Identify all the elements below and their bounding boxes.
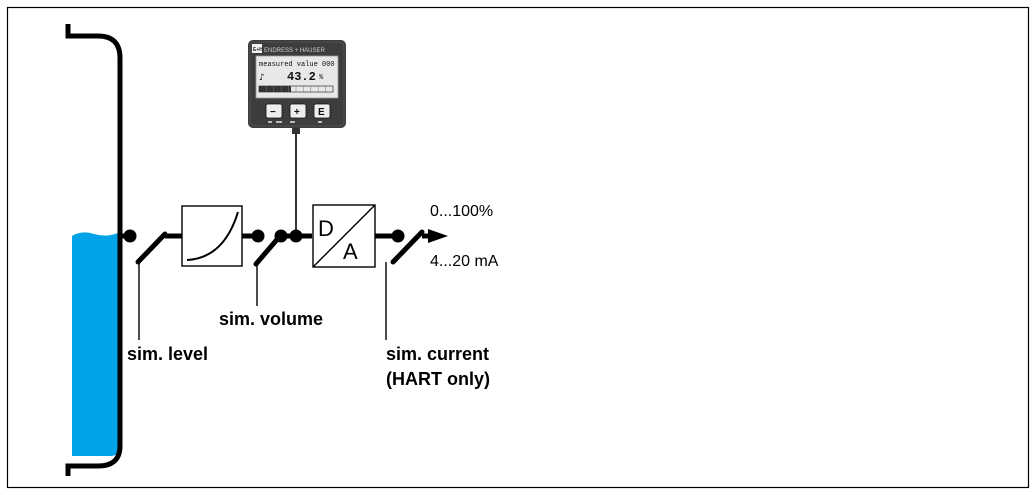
hart-only-label: (HART only) xyxy=(386,369,490,389)
button-row: − + E xyxy=(265,103,331,119)
key-combo-hints xyxy=(268,121,322,123)
plus-button-label: + xyxy=(294,107,300,118)
tank-liquid xyxy=(72,232,120,456)
minus-button-label: − xyxy=(270,107,276,118)
output-current-label: 4...20 mA xyxy=(430,253,499,270)
brand-logo-text: E+H xyxy=(253,47,263,53)
sim-current-label: sim. current xyxy=(386,344,489,364)
lcd-unit: % xyxy=(319,74,324,82)
switch-sim-level xyxy=(135,231,168,265)
switch-sim-volume xyxy=(253,233,283,267)
sim-volume-label: sim. volume xyxy=(219,309,323,329)
converter-analog-letter: A xyxy=(343,239,358,264)
brand-logo xyxy=(252,44,262,53)
sim-level-label: sim. level xyxy=(127,344,208,364)
tank-wall xyxy=(65,24,123,476)
note-icon: ♪ xyxy=(259,73,265,83)
simulation-switches xyxy=(135,229,425,267)
diagram-frame xyxy=(6,6,1030,489)
enter-button-label: E xyxy=(318,107,325,118)
output-arrow xyxy=(428,229,448,243)
label-leaders xyxy=(138,262,387,340)
linearization-curve xyxy=(186,211,239,261)
enter-button[interactable] xyxy=(313,103,331,119)
minus-button[interactable] xyxy=(265,103,283,119)
lcd-bargraph xyxy=(258,85,334,93)
display-connector xyxy=(292,126,300,134)
da-converter-block: D A xyxy=(312,204,376,268)
linearization-block xyxy=(181,205,243,267)
lcd-label: measured value xyxy=(259,61,318,69)
lcd-value: 43.2 xyxy=(287,70,316,84)
lcd-code: 000 xyxy=(322,61,335,69)
converter-digital-letter: D xyxy=(318,216,334,241)
output-percent-label: 0...100% xyxy=(430,203,493,220)
plus-button[interactable] xyxy=(289,103,307,119)
switch-sim-current xyxy=(390,229,425,265)
brand-name: ENDRESS + HAUSER xyxy=(264,48,326,54)
display-module: E+H ENDRESS + HAUSER measured value 000 … xyxy=(248,40,346,128)
